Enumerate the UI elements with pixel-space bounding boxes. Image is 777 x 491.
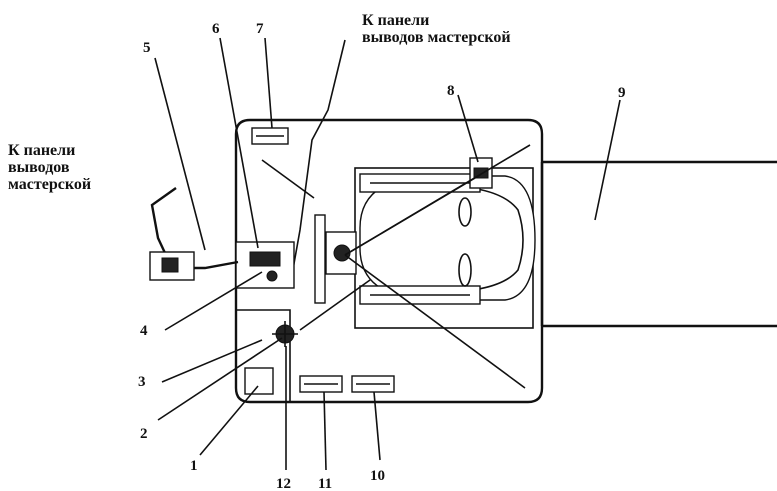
vehicle-detail-2 [458, 197, 472, 227]
caption-upper-line-1: К панели [362, 12, 430, 29]
leader-4 [164, 271, 263, 331]
leader-3 [161, 339, 263, 383]
label-8: 8 [447, 83, 455, 99]
coupler-wheel [333, 244, 351, 262]
leader-10 [373, 391, 381, 461]
cable-upper-secondary [261, 159, 315, 199]
label-7: 7 [256, 21, 264, 37]
vehicle-detail [458, 253, 472, 287]
label-5: 5 [143, 40, 151, 56]
caption-upper-panel: К панели выводов мастерской [362, 12, 511, 46]
leader-1 [199, 385, 259, 456]
left-control-knob [266, 270, 278, 282]
vehicle-cab [439, 185, 524, 293]
label-12: 12 [276, 476, 291, 491]
caption-left-panel: К панели выводов мастерской [8, 142, 91, 193]
leader-6 [219, 37, 259, 249]
left-control-block [249, 251, 281, 267]
label-6: 6 [212, 21, 220, 37]
ray-diagonal-upper [344, 144, 531, 256]
leader-2 [157, 337, 283, 421]
caption-upper-line-2: выводов мастерской [362, 29, 511, 46]
leader-9 [594, 99, 621, 221]
item-1-box [244, 367, 274, 395]
leader-5 [154, 57, 206, 251]
leader-8 [457, 94, 479, 163]
label-11: 11 [318, 476, 332, 491]
label-3: 3 [138, 374, 146, 390]
cable-to-upper-panel [289, 39, 346, 287]
extension-bay [540, 160, 777, 328]
label-9: 9 [618, 85, 626, 101]
ray-from-2 [299, 279, 371, 331]
caption-left-line-2: выводов [8, 159, 70, 176]
label-1: 1 [190, 458, 198, 474]
leader-7 [264, 37, 273, 129]
caption-left-line-3: мастерской [8, 176, 92, 193]
label-2: 2 [140, 426, 148, 442]
inner-left-wall [236, 309, 291, 402]
label-10: 10 [370, 468, 385, 484]
caption-left-line-1: К панели [8, 142, 76, 159]
coupler-post [314, 214, 326, 304]
item-8-base [473, 167, 489, 179]
ray-diagonal-lower [344, 254, 526, 389]
item-5-connector-core [161, 257, 179, 273]
label-4: 4 [140, 323, 148, 339]
leader-11 [323, 391, 327, 471]
